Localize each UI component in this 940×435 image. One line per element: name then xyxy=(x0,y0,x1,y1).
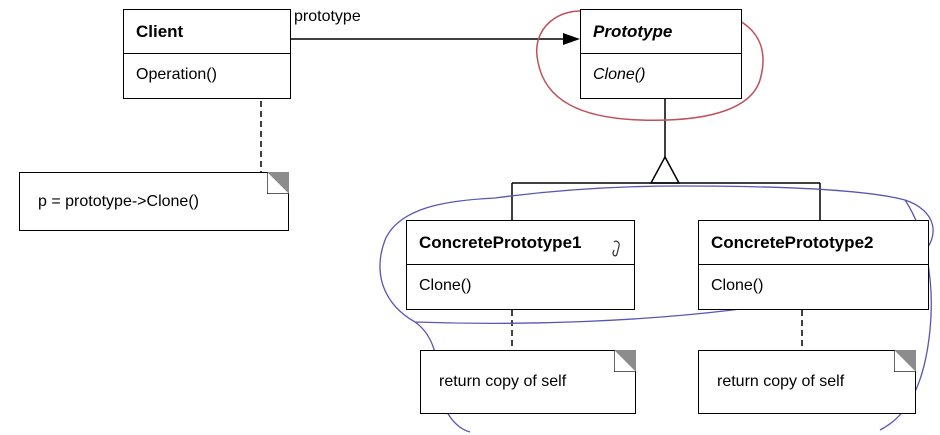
client-class: Client Operation() xyxy=(123,9,291,99)
client-note: p = prototype->Clone() xyxy=(19,172,289,231)
association-arrowhead xyxy=(563,33,580,45)
inheritance-triangle xyxy=(649,155,681,184)
note-fold-icon xyxy=(894,350,916,372)
concrete-prototype1-name: ConcretePrototype1 xyxy=(407,221,634,265)
note-fold-icon xyxy=(267,172,289,194)
prototype-class: Prototype Clone() xyxy=(580,9,742,99)
concrete-prototype1-class: ConcretePrototype1 Clone() xyxy=(406,220,635,310)
concrete-prototype1-operation: Clone() xyxy=(419,277,472,294)
prototype-operation: Clone() xyxy=(593,66,646,83)
client-operation: Operation() xyxy=(136,66,217,83)
concrete-prototype2-operation: Clone() xyxy=(711,277,764,294)
concrete2-note-text: return copy of self xyxy=(717,373,845,390)
client-class-name: Client xyxy=(124,10,290,54)
association-label: prototype xyxy=(294,8,361,25)
client-note-text: p = prototype->Clone() xyxy=(38,192,199,210)
prototype-class-name: Prototype xyxy=(581,10,741,54)
concrete2-note: return copy of self xyxy=(698,350,916,414)
concrete-prototype2-name: ConcretePrototype2 xyxy=(699,221,928,265)
concrete1-note: return copy of self xyxy=(420,350,636,414)
mouse-cursor-icon xyxy=(612,240,620,257)
concrete-prototype2-class: ConcretePrototype2 Clone() xyxy=(698,220,929,310)
note-fold-icon xyxy=(614,350,636,372)
concrete1-note-text: return copy of self xyxy=(439,373,567,390)
